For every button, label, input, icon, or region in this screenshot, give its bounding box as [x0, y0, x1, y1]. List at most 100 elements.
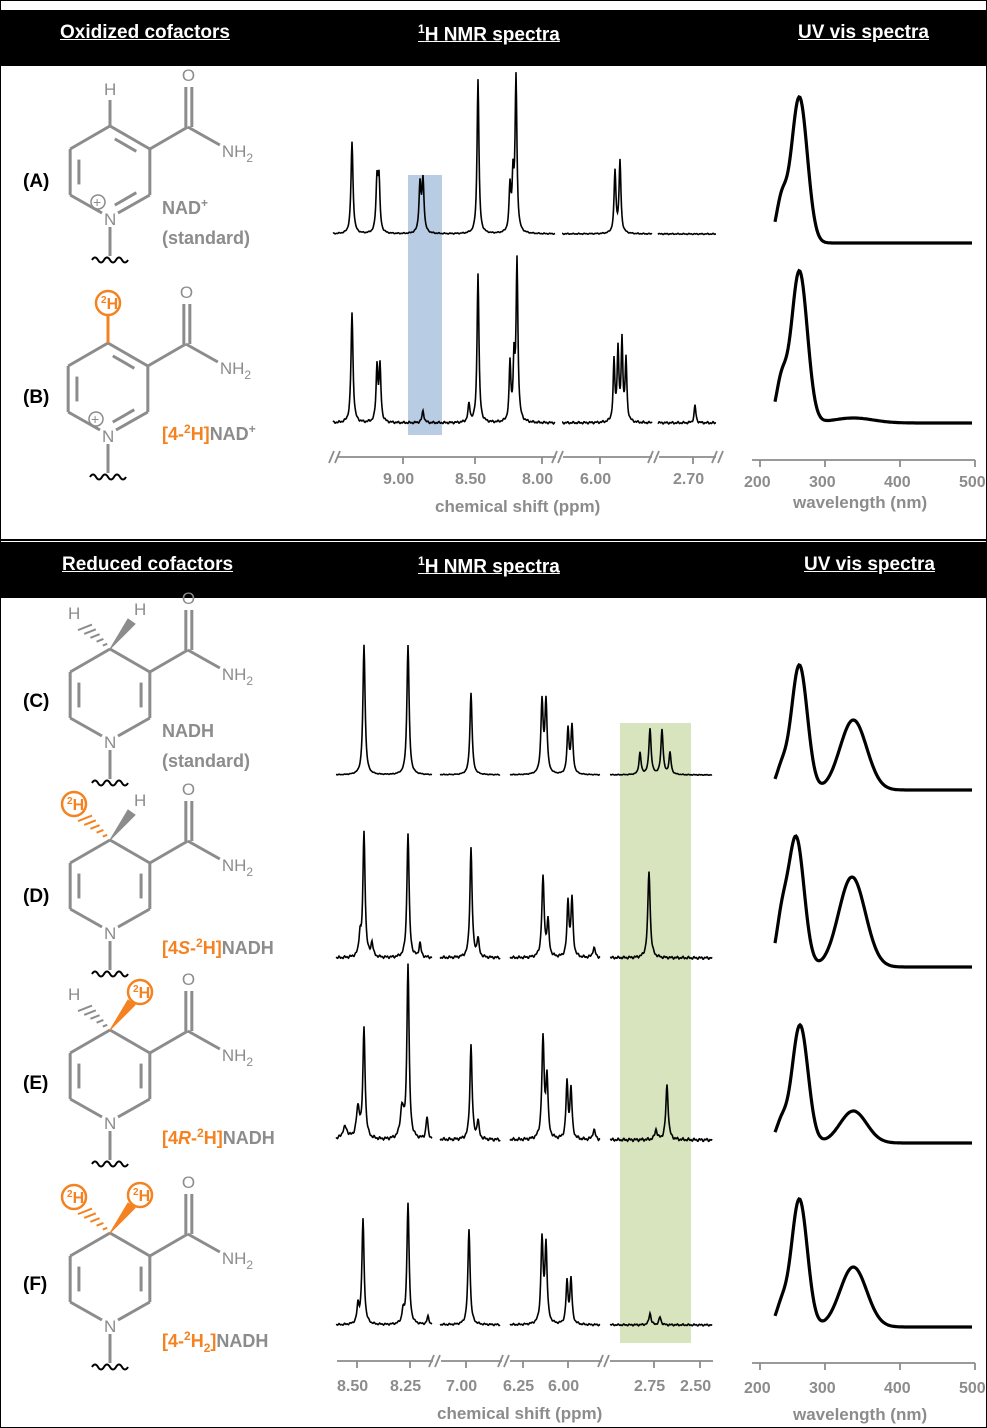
amide-nh2: NH2: [222, 1046, 254, 1069]
cofactor-name-c: NADH: [162, 721, 214, 741]
row-label-b: (B): [23, 387, 49, 408]
nmr-tick-label-bottom: 2.50: [680, 1378, 711, 1395]
oxygen-atom: O: [182, 780, 195, 799]
axis-break-mark: [503, 1354, 510, 1368]
row-label-c: (C): [23, 691, 49, 712]
hydrogen-atom-right: H: [134, 600, 146, 619]
hashed-bond: [77, 814, 93, 823]
axis-break-mark: [434, 1354, 441, 1368]
wedge-bond: [109, 999, 136, 1031]
nitrogen-atom: N: [102, 427, 114, 446]
nmr-spectra-heading-top: 1H NMR spectra: [418, 22, 560, 46]
ring-double-bond: [114, 191, 138, 207]
nitrogen-atom: N: [104, 210, 116, 229]
deuterium-symbol: H: [139, 1188, 151, 1205]
ring-bond: [69, 647, 111, 674]
nmr-segment: [609, 1084, 713, 1143]
ribose-link: [89, 473, 127, 481]
nmr-axis-label-bottom: chemical shift (ppm): [437, 1404, 602, 1423]
nitrogen-atom: N: [104, 924, 116, 943]
ring-bond: [109, 124, 151, 151]
hashed-bond: [90, 633, 100, 639]
hashed-bond: [96, 1222, 104, 1227]
deuterium-label: 2H: [133, 984, 150, 1002]
uv-trace-c: [773, 663, 972, 792]
nmr-segment: [509, 1233, 601, 1327]
ring-bond: [117, 1300, 151, 1322]
nmr-spectra-heading-bottom: 1H NMR spectra: [418, 554, 560, 578]
uv-trace-e: [773, 1022, 972, 1145]
nmr-segment: [609, 728, 713, 776]
nmr-tick-label-bottom: 6.00: [548, 1378, 579, 1395]
deuterium-label: 2H: [67, 796, 84, 814]
uv-trace-a: [773, 95, 972, 245]
deuterium-superscript: 2: [133, 1187, 139, 1198]
axis-break-mark: [647, 450, 654, 464]
hashed-bond: [96, 1019, 104, 1024]
nmr-segment: [335, 1202, 433, 1327]
nmr-tick-label-top: 9.00: [383, 471, 414, 488]
ring-bond: [69, 1028, 111, 1055]
deuterium-c4-left: 2H: [60, 790, 88, 818]
amide-nh2: NH2: [222, 665, 254, 688]
hashed-bond: [90, 824, 100, 830]
nmr-tick-label-bottom: 2.75: [634, 1378, 665, 1395]
nmr-segment: [509, 1033, 601, 1142]
amide-subscript: 2: [246, 1258, 253, 1272]
cofactor-sub-a: (standard): [162, 228, 250, 248]
deuterium-circle: [126, 978, 154, 1006]
uv-tick-label-top: 200: [744, 474, 771, 491]
ribose-link: [91, 1160, 129, 1168]
nmr-trace-c: [335, 644, 713, 776]
nmr-trace-b: [332, 255, 717, 425]
deuterium-superscript: 2: [67, 1189, 73, 1200]
nmr-segment: [332, 255, 556, 425]
axis-break-mark: [711, 450, 718, 464]
nmr-segment: [657, 404, 717, 425]
nmr-segment: [335, 963, 433, 1142]
axis-break-mark: [653, 450, 660, 464]
hashed-bond: [83, 1212, 97, 1219]
nitrogen-atom: N: [104, 733, 116, 752]
amide-bond: [149, 125, 189, 151]
deuterium-circle: [126, 1181, 154, 1209]
amide-nh2: NH2: [222, 1249, 254, 1272]
amide-bond: [149, 1232, 189, 1258]
ring-bond: [67, 341, 109, 368]
row-label-d: (D): [23, 886, 49, 907]
uv-axis-label-top: wavelength (nm): [792, 493, 927, 512]
hashed-bond: [90, 1217, 100, 1223]
nmr-segment: [509, 874, 601, 960]
ring-bond: [115, 410, 149, 432]
amide-bond: [149, 1029, 189, 1055]
uv-vis-heading-bottom: UV vis spectra: [804, 554, 935, 575]
nmr-trace-e: [335, 963, 713, 1143]
uv-trace-f: [773, 1197, 972, 1329]
nmr-tick-label-bottom: 8.25: [390, 1378, 421, 1395]
hashed-bond: [83, 1009, 97, 1016]
hashed-bond: [77, 1004, 93, 1013]
ring-double-bond: [114, 137, 138, 153]
axis-break-mark: [717, 450, 724, 464]
axis-break-mark: [334, 450, 341, 464]
nmr-tick-label-bottom: 6.25: [503, 1378, 534, 1395]
deuterium-c4-right: 2H: [126, 978, 154, 1006]
hydrogen-atom-right: H: [134, 791, 146, 810]
oxygen-atom: O: [180, 283, 193, 302]
amide-bond: [149, 839, 189, 865]
oxygen-atom: O: [182, 589, 195, 608]
ring-bond: [69, 1097, 103, 1119]
deuterium-symbol: H: [73, 1190, 85, 1207]
nmr-segment: [439, 847, 501, 960]
ring-bond: [109, 838, 151, 865]
deuterium-circle: [94, 289, 122, 317]
amide-nh2: NH2: [222, 142, 254, 165]
hashed-bond: [102, 642, 108, 647]
amide-bond: [149, 648, 189, 674]
positive-charge: +: [91, 411, 99, 427]
nmr-segment: [609, 1310, 713, 1327]
nmr-trace-d: [335, 830, 713, 961]
deuterium-c4-left: 2H: [60, 1183, 88, 1211]
cofactor-name-f: [4-2H2]NADH: [162, 1329, 268, 1355]
hashed-bond: [102, 1023, 108, 1028]
